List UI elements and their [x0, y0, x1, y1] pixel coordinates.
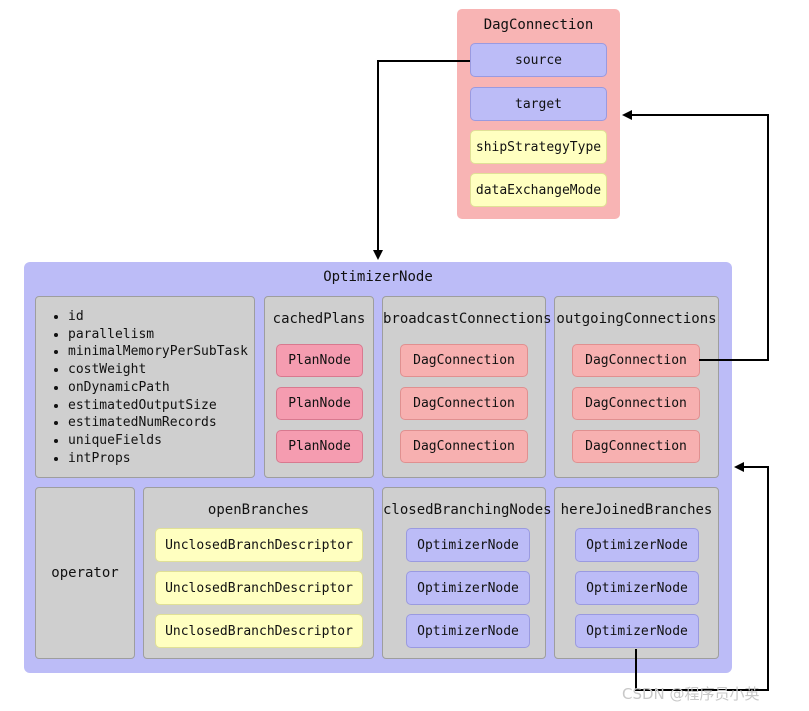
attribute-item: parallelism — [68, 326, 248, 344]
operator-panel: operator — [35, 487, 135, 659]
dag-connection-item: DagConnection — [400, 387, 528, 420]
dag-connection-item: DagConnection — [572, 387, 700, 420]
attributes-list: id parallelism minimalMemoryPerSubTask c… — [48, 308, 248, 467]
optimizer-node-box: OptimizerNode id parallelism minimalMemo… — [24, 262, 732, 673]
dag-connection-item: DagConnection — [572, 344, 700, 377]
attribute-item: estimatedOutputSize — [68, 397, 248, 415]
broadcast-connections-panel: broadcastConnections DagConnection DagCo… — [382, 296, 552, 478]
attribute-item: costWeight — [68, 361, 248, 379]
source-to-optimizer-arrow — [373, 60, 470, 260]
outgoing-connections-panel: outgoingConnections DagConnection DagCon… — [554, 296, 719, 478]
dag-connection-item: DagConnection — [400, 430, 528, 463]
dag-connection-item: DagConnection — [572, 430, 700, 463]
dag-field-ship-strategy-type: shipStrategyType — [470, 130, 607, 164]
attribute-item: id — [68, 308, 248, 326]
operator-title: operator — [51, 565, 119, 581]
plan-node-item: PlanNode — [276, 344, 363, 377]
optimizer-node-item: OptimizerNode — [406, 528, 530, 562]
dag-field-target: target — [470, 87, 607, 121]
dag-connection-item: DagConnection — [400, 344, 528, 377]
dag-connection-box: DagConnection source target shipStrategy… — [457, 9, 620, 219]
here-joined-branches-title: hereJoinedBranches — [560, 502, 713, 518]
optimizer-node-item: OptimizerNode — [406, 614, 530, 648]
dag-connection-title: DagConnection — [483, 17, 594, 33]
optimizer-node-item: OptimizerNode — [575, 614, 699, 648]
attribute-item: onDynamicPath — [68, 379, 248, 397]
attribute-item: intProps — [68, 450, 248, 468]
optimizer-node-item: OptimizerNode — [575, 528, 699, 562]
outgoing-to-target-arrow — [622, 110, 769, 361]
optimizer-node-title: OptimizerNode — [323, 269, 433, 285]
cached-plans-panel: cachedPlans PlanNode PlanNode PlanNode — [264, 296, 374, 478]
unclosed-branch-descriptor-item: UnclosedBranchDescriptor — [155, 571, 363, 605]
optimizer-node-item: OptimizerNode — [575, 571, 699, 605]
closed-branching-nodes-panel: closedBranchingNodes OptimizerNode Optim… — [382, 487, 552, 659]
cached-plans-title: cachedPlans — [272, 311, 366, 327]
dag-field-source: source — [470, 43, 607, 77]
unclosed-branch-descriptor-item: UnclosedBranchDescriptor — [155, 528, 363, 562]
open-branches-title: openBranches — [207, 502, 310, 518]
attribute-item: uniqueFields — [68, 432, 248, 450]
attributes-panel: id parallelism minimalMemoryPerSubTask c… — [35, 296, 255, 478]
optimizer-node-item: OptimizerNode — [406, 571, 530, 605]
joined-branch-to-optimizer-arrow — [635, 462, 769, 691]
plan-node-item: PlanNode — [276, 387, 363, 420]
open-branches-panel: openBranches UnclosedBranchDescriptor Un… — [143, 487, 374, 659]
watermark: CSDN @程序员小英 — [622, 685, 760, 703]
attribute-item: minimalMemoryPerSubTask — [68, 343, 248, 361]
plan-node-item: PlanNode — [276, 430, 363, 463]
unclosed-branch-descriptor-item: UnclosedBranchDescriptor — [155, 614, 363, 648]
closed-branching-nodes-title: closedBranchingNodes — [383, 502, 552, 518]
attribute-item: estimatedNumRecords — [68, 414, 248, 432]
dag-field-data-exchange-mode: dataExchangeMode — [470, 173, 607, 207]
broadcast-connections-title: broadcastConnections — [383, 311, 552, 327]
outgoing-connections-title: outgoingConnections — [556, 311, 717, 327]
here-joined-branches-panel: hereJoinedBranches OptimizerNode Optimiz… — [554, 487, 719, 659]
